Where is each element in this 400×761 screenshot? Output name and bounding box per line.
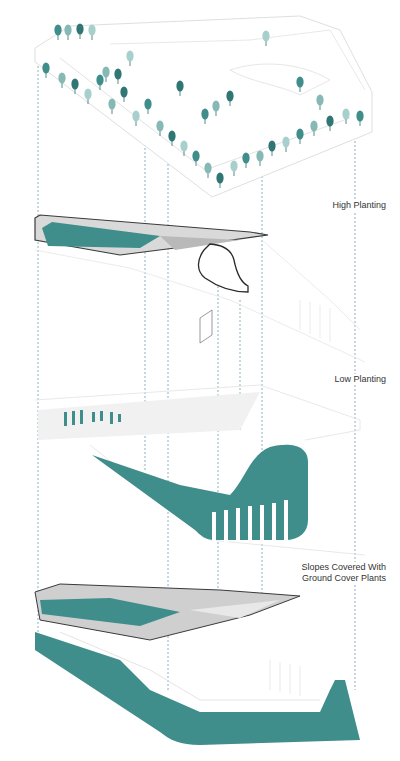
tree-symbol — [58, 73, 65, 89]
tree-symbol — [268, 141, 275, 157]
tree-symbol — [71, 79, 78, 95]
tree-symbol — [132, 111, 139, 127]
tree-symbol — [201, 109, 208, 125]
tree-symbol — [356, 111, 363, 127]
tree-symbol — [204, 163, 211, 179]
tree-symbol — [192, 151, 199, 167]
low-planting-layer — [35, 385, 365, 555]
slopes-layer — [35, 584, 360, 745]
tree-symbol — [114, 69, 121, 85]
tree-symbol — [120, 87, 127, 103]
tree-symbol — [168, 131, 175, 147]
tree-symbol — [310, 121, 317, 137]
tree-symbol — [76, 24, 83, 40]
tree-symbol — [296, 129, 303, 145]
tree-symbol — [96, 75, 103, 91]
tree-symbol — [262, 31, 269, 47]
tree-symbol — [108, 99, 115, 115]
tree-symbol — [144, 99, 151, 115]
tree-symbol — [88, 25, 95, 41]
tree-symbol — [176, 81, 183, 97]
layer-label: Low Planting — [332, 374, 388, 385]
tree-symbol — [226, 91, 233, 107]
tree-symbol — [54, 25, 61, 41]
tree-symbol — [216, 173, 223, 189]
tree-symbol — [256, 151, 263, 167]
tree-symbol — [84, 89, 91, 105]
tree-symbol — [342, 109, 349, 125]
tree-symbol — [156, 121, 163, 137]
tree-symbol — [296, 77, 303, 93]
tree-symbol — [282, 137, 289, 153]
high-planting-layer — [35, 215, 365, 362]
tree-symbol — [102, 67, 109, 83]
tree-symbol — [212, 101, 219, 117]
tree-layer — [35, 16, 372, 197]
tree-symbol — [230, 161, 237, 177]
tree-symbol — [316, 95, 323, 111]
tree-symbol — [64, 25, 71, 41]
tree-symbol — [126, 51, 133, 67]
layer-label: High Planting — [330, 200, 388, 211]
tree-symbol — [180, 141, 187, 157]
tree-symbol — [242, 153, 249, 169]
layer-label: Slopes Covered With Ground Cover Plants — [292, 562, 388, 584]
tree-symbol — [42, 63, 49, 79]
tree-symbol — [326, 116, 333, 132]
